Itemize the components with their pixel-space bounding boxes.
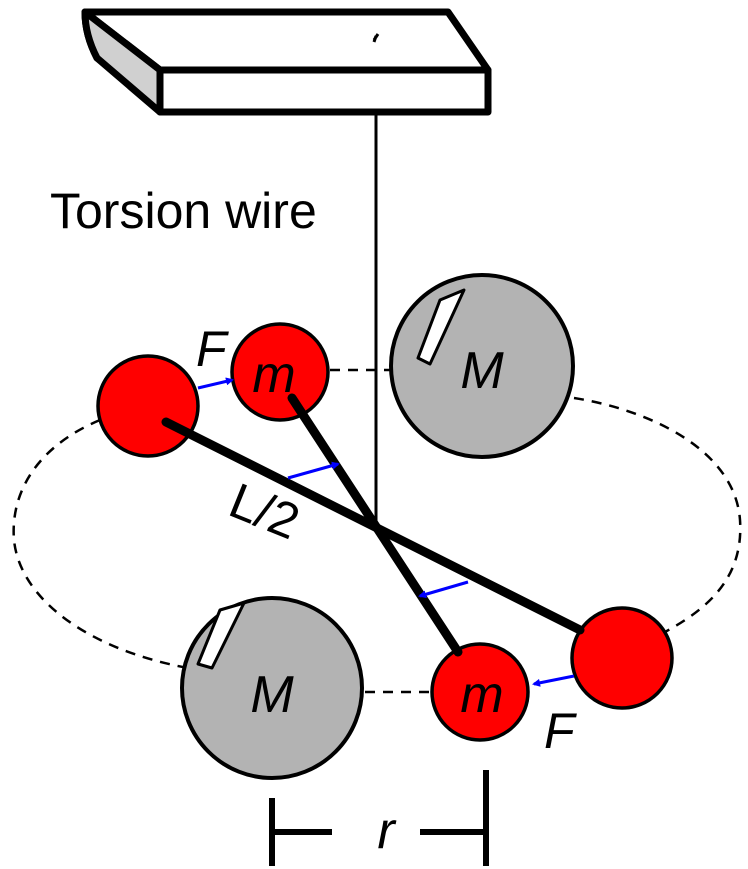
orbit-ellipse-right: [573, 396, 742, 634]
torque-arrow-lower: [418, 580, 469, 599]
small-mass-top: [230, 322, 330, 422]
small-mass-left: [96, 354, 200, 458]
large-mass-top: M: [389, 273, 575, 459]
large-mass-bottom-label: M: [250, 666, 294, 724]
force-label-top: F: [196, 321, 229, 377]
small-mass-bottom-label: m: [460, 666, 503, 724]
force-arrow-bottom: [532, 674, 575, 687]
rod-short: [287, 393, 463, 657]
force-arrow-top: [197, 377, 234, 390]
orbit-ellipse: [12, 418, 189, 670]
distance-r-marker: [269, 770, 489, 866]
torque-arrow-upper: [287, 461, 340, 480]
large-mass-bottom: M: [180, 596, 364, 780]
small-mass-right: [570, 606, 674, 710]
force-label-bottom: F: [544, 703, 577, 759]
small-mass-top-label: m: [252, 346, 295, 404]
distance-r-label: r: [377, 802, 397, 860]
large-mass-top-label: M: [460, 342, 504, 400]
small-mass-bottom: [430, 642, 530, 742]
ceiling-mount: [81, 8, 492, 116]
torsion-wire-label: Torsion wire: [50, 183, 317, 239]
